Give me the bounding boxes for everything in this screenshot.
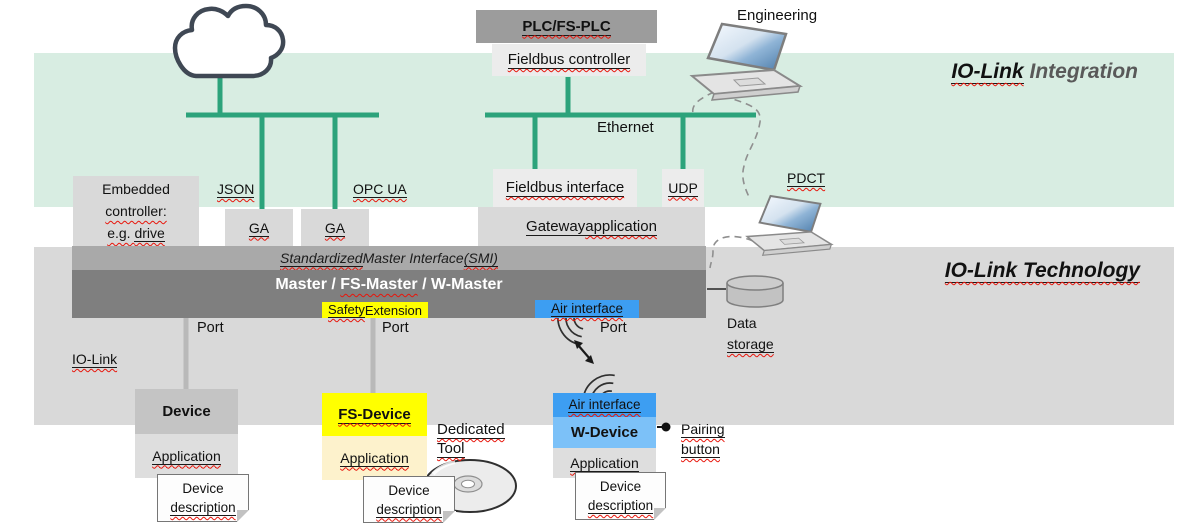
pairing-button-label: Pairing button <box>681 421 725 458</box>
engineering-label: Engineering <box>737 7 818 24</box>
opcua-label: OPC UA <box>353 181 407 198</box>
fs-device-application-box: Application <box>322 436 427 480</box>
json-label: JSON <box>217 181 255 198</box>
integration-title-main: IO-Link <box>951 60 1024 84</box>
smi-bar: Standardized Master Interface (SMI) <box>72 246 706 270</box>
port-label-1: Port <box>197 320 224 336</box>
fs-device-description-note: Device description <box>363 476 456 524</box>
integration-title: IO-Link Integration <box>951 60 1138 84</box>
udp-box: UDP <box>662 169 704 207</box>
dedicated-tool-label: Dedicated Tool <box>437 421 505 458</box>
fieldbus-controller-box: Fieldbus controller <box>492 44 646 76</box>
ga2-box: GA <box>301 209 369 247</box>
gateway-application-box: Gateway application <box>478 207 705 247</box>
network-lines <box>186 74 756 209</box>
device-application-box: Application <box>135 434 238 478</box>
cloud-icon <box>172 3 286 79</box>
engineering-laptop-icon <box>690 22 802 102</box>
pdct-label: PDCT <box>787 170 826 187</box>
w-device-description-note: Device description <box>575 472 667 521</box>
pdct-laptop-icon <box>746 195 833 257</box>
dashed-connections <box>691 91 761 269</box>
technology-title: IO-Link Technology <box>944 259 1140 283</box>
safety-extension-box: Safety Extension <box>322 302 428 318</box>
port-label-2: Port <box>382 320 409 336</box>
integration-title-rest: Integration <box>1023 60 1138 83</box>
port-label-3: Port <box>600 320 627 336</box>
device-box: Device <box>135 389 238 434</box>
wdevice-air-interface-box: Air interface <box>553 393 656 417</box>
device-description-note: Device description <box>157 474 250 523</box>
data-storage-label: Data storage <box>727 315 774 353</box>
w-device-box: W-Device <box>553 417 656 448</box>
embedded-controller-box: Embedded controller: e.g. drive <box>73 176 199 246</box>
pairing-button-dot <box>657 422 671 432</box>
fieldbus-interface-box: Fieldbus interface <box>493 169 637 207</box>
iolink-label: IO-Link <box>72 351 118 368</box>
port-lines <box>183 318 376 394</box>
fs-device-box: FS-Device <box>322 393 427 436</box>
ethernet-label: Ethernet <box>597 119 654 136</box>
ga1-box: GA <box>225 209 293 247</box>
data-storage-icon <box>707 275 784 308</box>
master-air-interface-box: Air interface <box>535 300 639 318</box>
plc-box: PLC/FS-PLC <box>476 10 657 43</box>
